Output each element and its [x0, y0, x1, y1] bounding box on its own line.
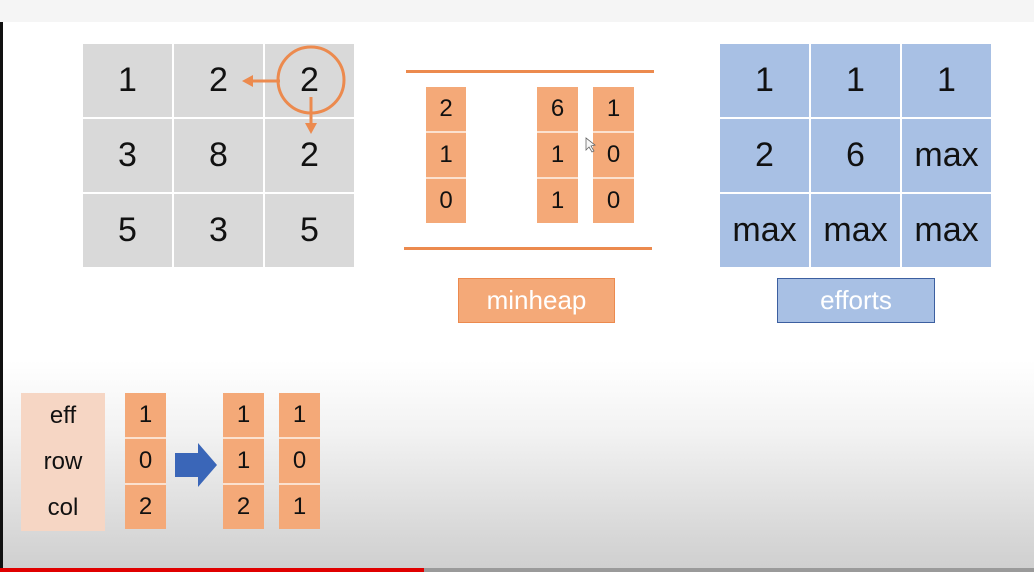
- entry-value: 1: [292, 401, 307, 428]
- efforts-cell: max: [902, 119, 991, 192]
- efforts-cell: 1: [902, 44, 991, 117]
- height-grid: 1 2 2 3 8 2 5 3 5: [83, 44, 354, 267]
- entry-field-label: row: [43, 448, 83, 475]
- grid-cell: 3: [174, 194, 263, 267]
- entry-value: 1: [236, 401, 251, 428]
- minheap-value: 1: [426, 131, 466, 177]
- entry-value: 1: [138, 401, 153, 428]
- entry-value: 0: [125, 437, 166, 483]
- minheap-value: 0: [593, 131, 634, 177]
- entry-value: 1: [279, 483, 320, 529]
- minheap-entry: 6 1 1: [537, 87, 578, 223]
- minheap-top-line: [406, 70, 654, 73]
- top-bar: [0, 0, 1034, 22]
- entry-value: 1: [223, 437, 264, 483]
- video-progress-fill: [0, 568, 424, 572]
- minheap-value: 0: [593, 177, 634, 223]
- entry-value: 0: [279, 437, 320, 483]
- left-neighbor-arrow: [242, 75, 280, 87]
- grid-cell: 5: [83, 194, 172, 267]
- grid-cell: 8: [174, 119, 263, 192]
- entry-value: 2: [223, 483, 264, 529]
- minheap-value: 0: [426, 177, 466, 223]
- efforts-cell: max: [811, 194, 900, 267]
- minheap-value: 2: [439, 95, 453, 122]
- efforts-cell: max: [720, 194, 809, 267]
- efforts-cell: 2: [720, 119, 809, 192]
- minheap-value: 1: [537, 131, 578, 177]
- minheap-entry: 2 1 0: [426, 87, 466, 223]
- grid-cell: 3: [83, 119, 172, 192]
- left-edge: [0, 22, 3, 572]
- minheap-value: 1: [537, 177, 578, 223]
- entry-field-label: eff: [49, 402, 77, 429]
- next-entry: 1 0 1: [279, 393, 320, 529]
- efforts-label: efforts: [777, 278, 935, 323]
- entry-field-labels: eff row col: [21, 393, 105, 531]
- grid-cell: 1: [83, 44, 172, 117]
- entry-field-label: col: [47, 494, 79, 521]
- efforts-cell: max: [902, 194, 991, 267]
- current-entry: 1 0 2: [125, 393, 166, 529]
- entry-value: 2: [125, 483, 166, 529]
- efforts-grid: 1 1 1 2 6 max max max max: [720, 44, 991, 267]
- efforts-cell: 6: [811, 119, 900, 192]
- cursor-icon: [585, 137, 596, 153]
- minheap-value: 1: [606, 95, 621, 122]
- minheap-entry: 1 0 0: [593, 87, 634, 223]
- video-progress-track[interactable]: [0, 568, 1034, 572]
- efforts-cell: 1: [811, 44, 900, 117]
- minheap-value: 6: [550, 95, 565, 122]
- minheap-bottom-line: [404, 247, 652, 250]
- next-entry: 1 1 2: [223, 393, 264, 529]
- minheap-label: minheap: [458, 278, 615, 323]
- efforts-cell: 1: [720, 44, 809, 117]
- transition-arrow: [175, 443, 217, 487]
- down-neighbor-arrow: [305, 97, 317, 134]
- grid-cell: 5: [265, 194, 354, 267]
